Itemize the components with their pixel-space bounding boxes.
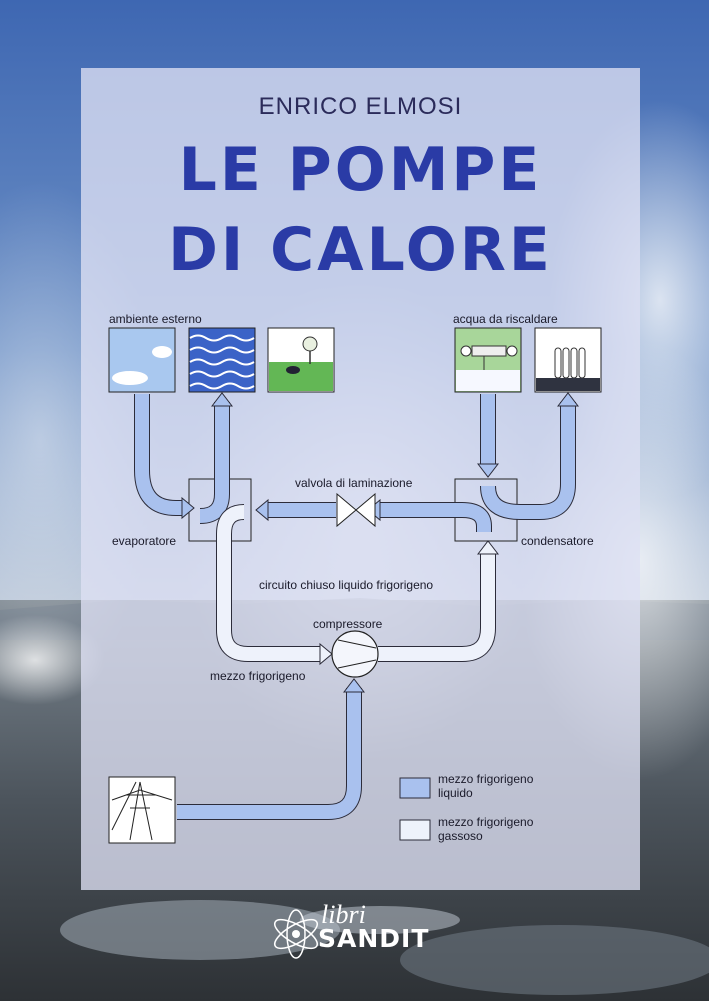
label-medium: mezzo frigorigeno (210, 669, 306, 683)
legend-liquid-line2: liquido (438, 786, 473, 800)
title-line-2: DI CALORE (168, 215, 553, 285)
label-compressor: compressore (313, 617, 383, 631)
publisher-logo: libri SANDIT (268, 898, 448, 968)
compressor-icon (331, 630, 379, 678)
power-pylon-icon (108, 776, 176, 844)
label-water: acqua da riscaldare (453, 312, 558, 326)
label-evaporator: evaporatore (112, 534, 176, 548)
atom-logo-icon (273, 909, 319, 959)
legend-gas-swatch (399, 819, 431, 841)
legend-gas-line2: gassoso (438, 829, 483, 843)
legend-gas-line1: mezzo frigorigeno (438, 815, 534, 829)
expansion-valve-icon (336, 492, 376, 528)
legend-liquid-swatch (399, 777, 431, 799)
label-condenser: condensatore (521, 534, 594, 548)
author-name: ENRICO ELMOSI (258, 93, 463, 120)
publisher-name: SANDIT (318, 924, 430, 953)
label-circuit: circuito chiuso liquido frigorigeno (259, 578, 433, 592)
sky-box (108, 327, 176, 393)
title-line-1: LE POMPE (178, 135, 543, 205)
publisher-libri: libri (321, 900, 366, 929)
label-external: ambiente esterno (109, 312, 202, 326)
radiator-box (534, 327, 602, 393)
water-box (188, 327, 256, 393)
tap-box (454, 327, 522, 393)
legend-liquid-line1: mezzo frigorigeno (438, 772, 534, 786)
ground-box (267, 327, 335, 393)
label-valve: valvola di laminazione (295, 476, 413, 490)
